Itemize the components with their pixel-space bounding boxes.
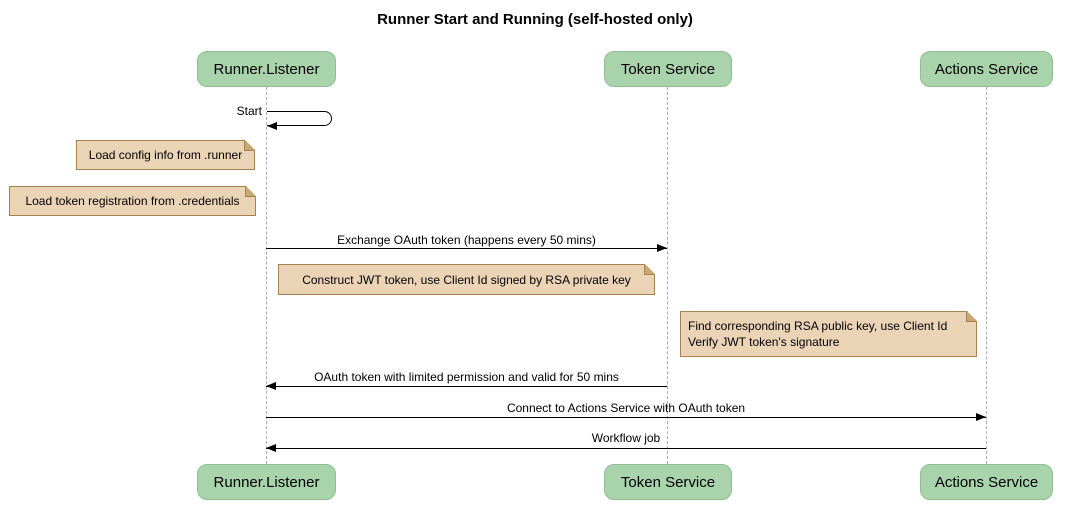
participant-runner-listener-top: Runner.Listener <box>197 51 336 87</box>
note-text-line2: Verify JWT token's signature <box>688 335 840 349</box>
message-start-self-loop <box>267 111 332 126</box>
participant-label: Token Service <box>620 473 716 491</box>
note-text: Load config info from .runner <box>88 148 243 162</box>
note-fold-corner-icon <box>644 264 655 275</box>
note-text-line1: Find corresponding RSA public key, use C… <box>688 319 948 333</box>
participant-label: Actions Service <box>934 60 1039 78</box>
participant-token-service-bottom: Token Service <box>604 464 732 500</box>
arrowhead-left-icon <box>266 382 276 390</box>
note-fold-corner-icon <box>245 186 256 197</box>
message-oauth-return-label: OAuth token with limited permission and … <box>314 370 619 384</box>
note-fold-corner-icon <box>244 140 255 151</box>
note-load-token-registration: Load token registration from .credential… <box>9 186 256 216</box>
message-workflow-job-label: Workflow job <box>591 431 661 445</box>
participant-label: Actions Service <box>934 473 1039 491</box>
lifeline-token-service <box>667 87 668 464</box>
note-construct-jwt: Construct JWT token, use Client Id signe… <box>278 264 655 295</box>
message-connect-line <box>266 417 986 418</box>
note-find-rsa-key: Find corresponding RSA public key, use C… <box>680 311 977 357</box>
arrowhead-left-icon <box>267 122 277 130</box>
message-oauth-return-line <box>266 386 667 387</box>
lifeline-runner-listener <box>266 87 267 464</box>
message-exchange-oauth-line <box>266 248 667 249</box>
lifeline-actions-service <box>986 87 987 464</box>
participant-actions-service-bottom: Actions Service <box>920 464 1053 500</box>
message-start-label: Start <box>236 104 262 118</box>
participant-label: Token Service <box>620 60 716 78</box>
arrowhead-left-icon <box>266 444 276 452</box>
participant-label: Runner.Listener <box>213 60 320 78</box>
message-connect-label: Connect to Actions Service with OAuth to… <box>506 401 746 415</box>
note-text: Construct JWT token, use Client Id signe… <box>302 272 631 287</box>
note-fold-corner-icon <box>966 311 977 322</box>
participant-label: Runner.Listener <box>213 473 320 491</box>
participant-actions-service-top: Actions Service <box>920 51 1053 87</box>
arrowhead-right-icon <box>657 244 667 252</box>
message-exchange-oauth-label: Exchange OAuth token (happens every 50 m… <box>337 233 596 247</box>
participant-token-service-top: Token Service <box>604 51 732 87</box>
diagram-title: Runner Start and Running (self-hosted on… <box>377 11 693 28</box>
arrowhead-right-icon <box>976 413 986 421</box>
note-text: Load token registration from .credential… <box>25 194 240 208</box>
message-workflow-job-line <box>266 448 986 449</box>
participant-runner-listener-bottom: Runner.Listener <box>197 464 336 500</box>
note-load-config: Load config info from .runner <box>76 140 255 170</box>
